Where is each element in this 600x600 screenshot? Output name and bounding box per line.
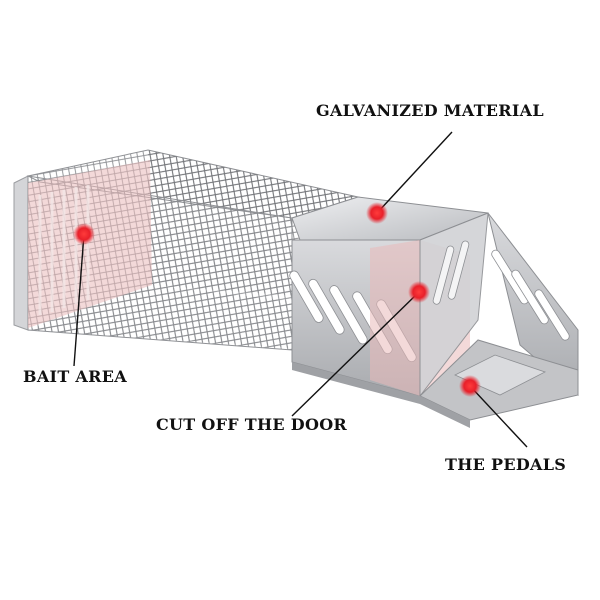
bait-area-label: BAIT AREA <box>23 367 127 386</box>
box-bottom-edge <box>292 362 470 428</box>
door-marker <box>408 281 430 303</box>
galvanized-marker <box>366 202 388 224</box>
leader-lines <box>73 131 528 448</box>
door-panel <box>419 212 489 398</box>
galvanized-material-label: GALVANIZED MATERIAL <box>316 101 544 120</box>
pedals-marker <box>459 375 481 397</box>
left-end-plate <box>13 175 29 331</box>
cut-off-door-label: CUT OFF THE DOOR <box>156 415 348 434</box>
bait-area-marker <box>73 223 95 245</box>
bait-area-highlight <box>28 160 152 328</box>
markers <box>73 202 481 397</box>
pedals-label: THE PEDALS <box>445 455 567 474</box>
